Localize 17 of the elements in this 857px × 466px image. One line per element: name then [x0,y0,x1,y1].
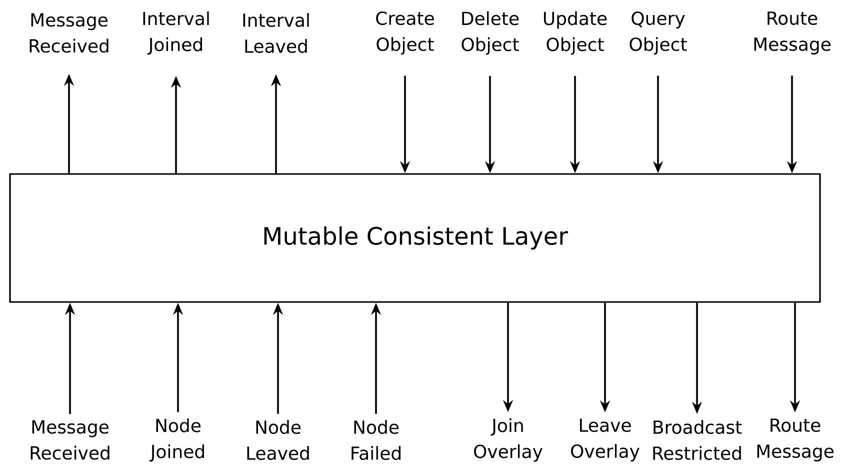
interface-label: Interval Leaved [243,13,309,53]
layer-box: Mutable Consistent Layer [9,173,821,303]
interface-label: Node Failed [352,420,400,460]
interface-label: Leave Overlay [571,418,640,462]
interface-label: Message Received [30,420,110,460]
interface-label: Route Message [754,12,830,54]
interface-label: Join Overlay [474,418,542,462]
interface-label: Message Received [30,13,108,53]
interface-label: Broadcast Restricted [653,420,742,460]
interface-label: Update Object [544,11,607,55]
interface-label: Route Message [757,418,834,462]
interface-label: Interval Joined [143,11,209,55]
interface-label: Create Object [376,11,434,55]
interface-label: Query Object [630,11,687,55]
interface-label: Node Joined [149,418,204,462]
interface-label: Node Leaved [247,420,309,460]
interface-label: Delete Object [462,11,519,55]
